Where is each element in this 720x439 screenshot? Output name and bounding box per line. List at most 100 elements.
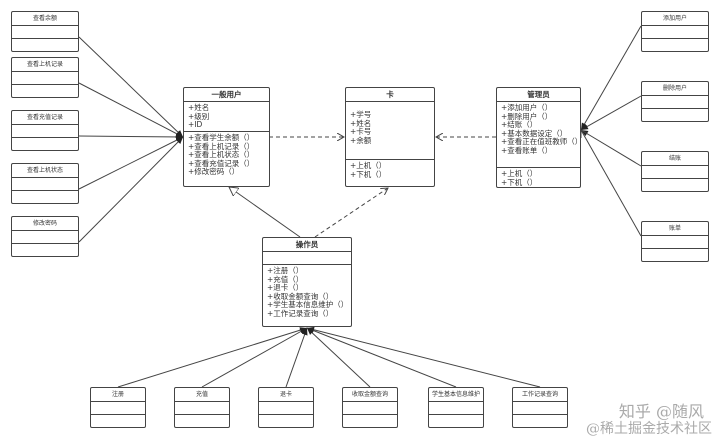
operation: +退卡（） [267, 283, 304, 293]
bottom-class-box: 学生基本信息维护 [428, 387, 484, 428]
association-line [285, 327, 308, 388]
attribute: +删除用户（） [501, 111, 553, 121]
class-operator: 操作员 +注册（）+充值（）+退卡（）+收取金额查询（）+学生基本信息维护（）+… [262, 237, 352, 327]
operation: +收取金额查询（） [267, 291, 334, 301]
generalization-operator-user [229, 187, 301, 238]
attribute: +级别 [188, 111, 210, 121]
attribute: +卡号 [350, 127, 372, 137]
attributes: +姓名+级别+ID [184, 102, 269, 132]
class-name: 管理员 [497, 88, 580, 102]
attributes: +添加用户（）+删除用户（）+结账（）+基本数据设定（）+查看正在值班教师（）+… [497, 102, 583, 168]
operation: +注册（） [267, 266, 304, 275]
association-line [306, 327, 457, 388]
operation: +下机（） [350, 169, 387, 179]
attributes [12, 72, 78, 85]
attribute: +ID [188, 120, 203, 130]
class-card: 卡 +学号+姓名+卡号+余额 +上机（）+下机（） [345, 87, 435, 187]
class-name: 退卡 [259, 388, 313, 402]
left-class-box: 查看上机状态 [11, 163, 79, 204]
dependency-operator-card [314, 188, 388, 238]
attribute: +添加用户（） [501, 103, 553, 112]
attributes [343, 402, 397, 415]
left-class-box: 查看上机记录 [11, 57, 79, 98]
attributes [12, 26, 78, 39]
class-admin: 管理员 +添加用户（）+删除用户（）+结账（）+基本数据设定（）+查看正在值班教… [496, 87, 583, 188]
association-line [78, 136, 184, 243]
attribute: +基本数据设定（） [501, 128, 568, 138]
bottom-class-box: 注册 [90, 387, 146, 428]
operation: +上机（） [350, 161, 387, 170]
attributes [175, 402, 229, 415]
bottom-class-box: 充值 [174, 387, 230, 428]
operation: +充值（） [267, 274, 304, 284]
class-name: 查看上机状态 [12, 164, 78, 178]
association-line [78, 82, 184, 138]
association-line [580, 25, 642, 131]
attribute: +学号 [350, 110, 372, 119]
operation: +修改密码（） [188, 167, 240, 177]
class-name: 工作记录查询 [513, 388, 567, 402]
operations: +上机（）+下机（） [346, 160, 434, 181]
attributes [12, 231, 78, 244]
association-line [78, 136, 184, 190]
attributes [513, 402, 567, 415]
attribute: +查看账单（） [501, 145, 553, 155]
association-line [581, 130, 642, 237]
class-name: 查看余额 [12, 12, 78, 26]
class-name: 添加用户 [642, 12, 708, 26]
operation: +查看学生余额（） [188, 133, 255, 142]
class-name: 查看充值记录 [12, 111, 78, 125]
class-name: 一般用户 [184, 88, 269, 102]
right-class-box: 删除用户 [641, 81, 709, 122]
left-class-box: 修改密码 [11, 216, 79, 257]
class-name: 充值 [175, 388, 229, 402]
attribute: +余额 [350, 135, 372, 145]
operations: +注册（）+充值（）+退卡（）+收取金额查询（）+学生基本信息维护（）+工作记录… [263, 265, 351, 321]
attributes [263, 252, 351, 265]
class-name: 查看上机记录 [12, 58, 78, 72]
attributes [259, 402, 313, 415]
attributes [12, 178, 78, 191]
association-line [78, 133, 184, 140]
operation: +查看上机状态（） [188, 150, 255, 160]
bottom-class-box: 工作记录查询 [512, 387, 568, 428]
right-class-box: 结账 [641, 151, 709, 192]
association-line [201, 327, 308, 388]
attribute: +姓名 [350, 118, 372, 128]
left-class-box: 查看余额 [11, 11, 79, 52]
operation: +查看充值记录（） [188, 158, 255, 168]
operations: +查看学生余额（）+查看上机记录（）+查看上机状态（）+查看充值记录（）+修改密… [184, 132, 269, 179]
bottom-class-box: 收取金额查询 [342, 387, 398, 428]
right-class-box: 添加用户 [641, 11, 709, 52]
attributes [429, 402, 483, 415]
class-name: 删除用户 [642, 82, 708, 96]
association-line [306, 326, 541, 388]
attributes [12, 125, 78, 138]
class-name: 结账 [642, 152, 708, 166]
association-line [580, 95, 642, 131]
attributes [642, 96, 708, 109]
left-class-box: 查看充值记录 [11, 110, 79, 151]
attributes [91, 402, 145, 415]
class-name: 卡 [346, 88, 434, 102]
class-name: 修改密码 [12, 217, 78, 231]
bottom-class-box: 退卡 [258, 387, 314, 428]
attributes [642, 236, 708, 249]
operation: +下机（） [501, 177, 538, 187]
attribute: +结账（） [501, 120, 538, 130]
attributes [642, 26, 708, 39]
association-line [306, 327, 371, 388]
class-user: 一般用户 +姓名+级别+ID +查看学生余额（）+查看上机记录（）+查看上机状态… [183, 87, 270, 187]
operation: +工作记录查询（） [267, 308, 334, 318]
class-name: 学生基本信息维护 [429, 388, 483, 402]
watermark-zhihu: 知乎 @随风 [618, 402, 704, 421]
class-name: 操作员 [263, 238, 351, 252]
operation: +上机（） [501, 169, 538, 178]
operation: +查看上机记录（） [188, 141, 255, 151]
attributes: +学号+姓名+卡号+余额 [346, 102, 434, 160]
operation: +学生基本信息维护（） [267, 300, 349, 310]
association-line [580, 129, 642, 167]
attribute: +查看正在值班教师（） [501, 137, 583, 147]
class-name: 账单 [642, 222, 708, 236]
